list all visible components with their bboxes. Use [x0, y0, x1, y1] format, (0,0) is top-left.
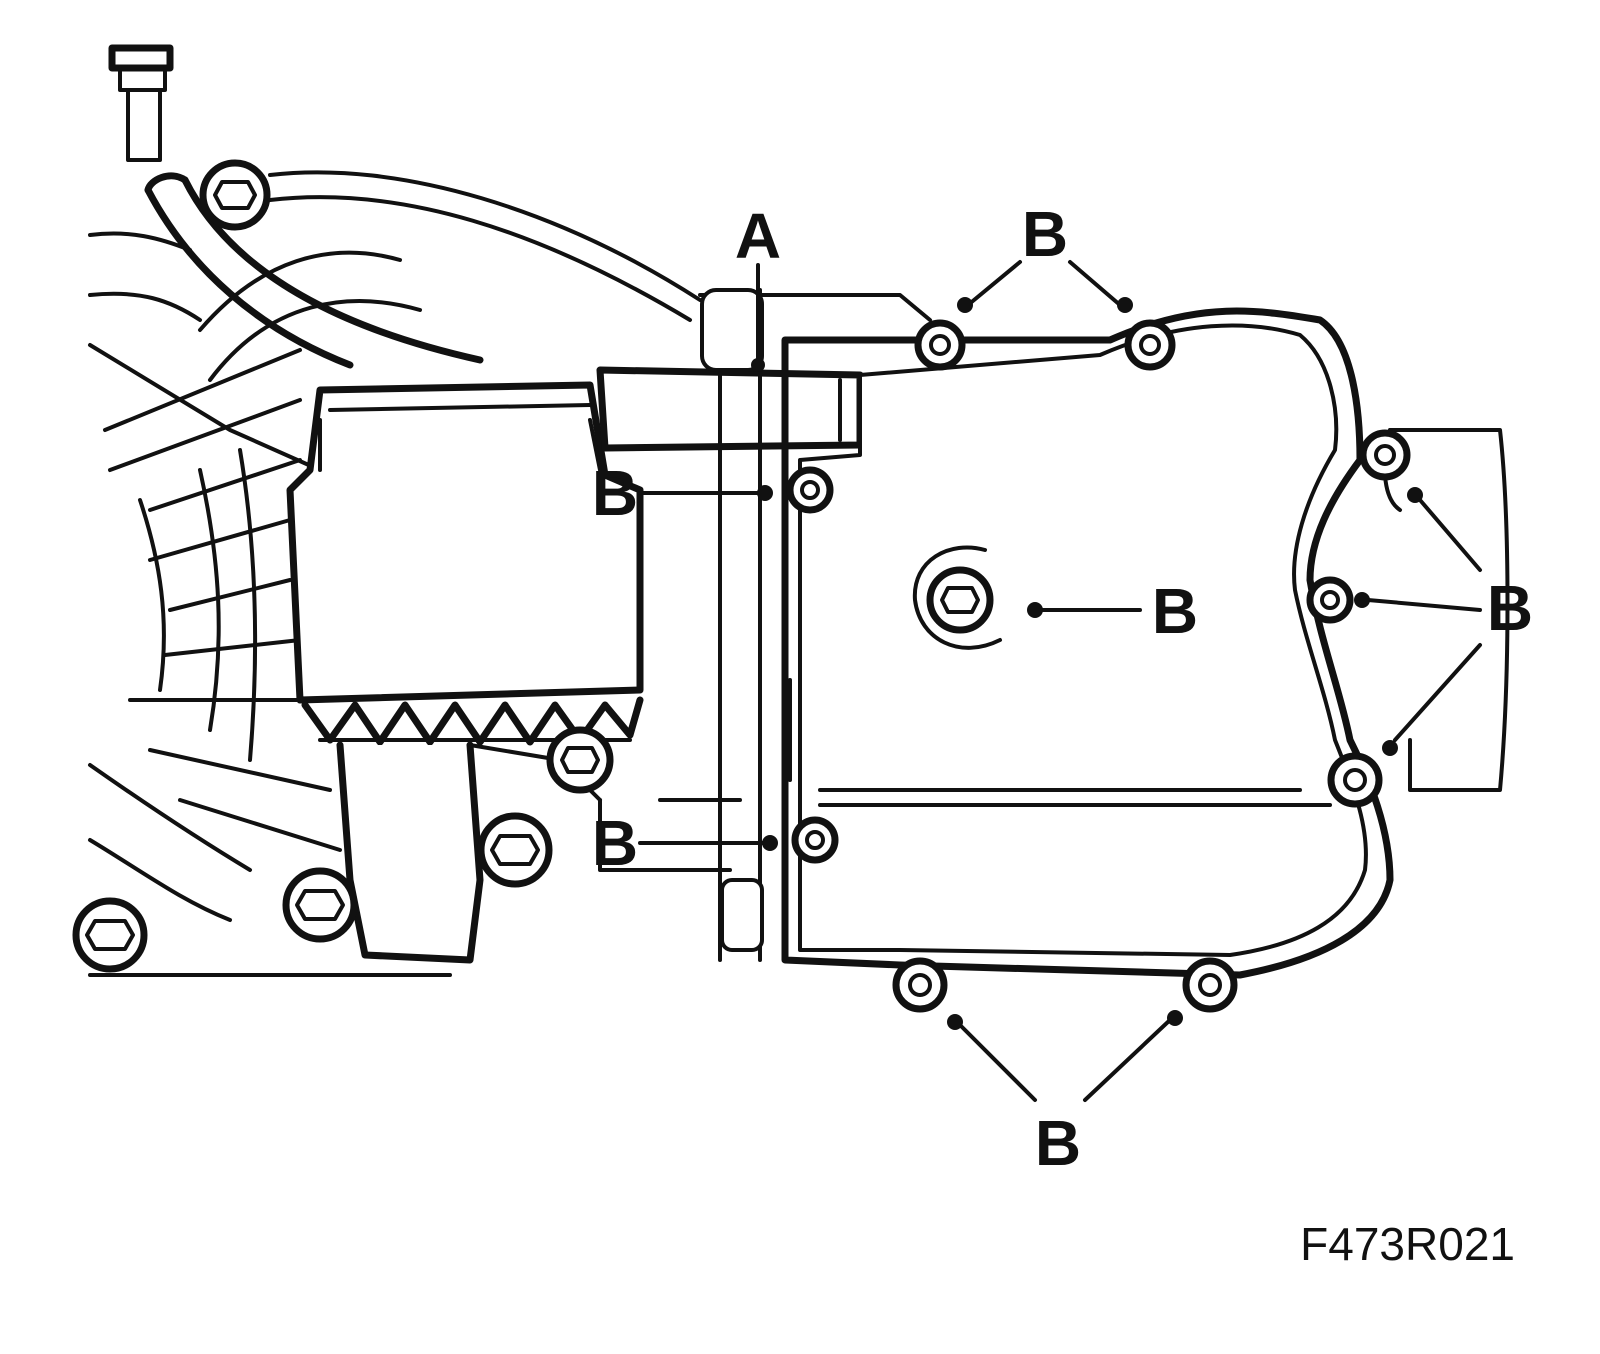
pan-bolts: [786, 319, 1411, 1013]
pan-bolt-top-1: [914, 319, 966, 371]
bolt-lower-mount-1: [546, 726, 614, 794]
bolt-lower-left: [72, 897, 148, 973]
pan-bolt-left-upper: [786, 466, 834, 514]
breather-hose: [108, 44, 702, 369]
label-b-left-upper: B: [592, 457, 638, 529]
pan-bolt-right-1: [1359, 429, 1411, 481]
bolt-lower-mount-2: [477, 812, 553, 888]
label-b-center: B: [1152, 575, 1198, 647]
label-b-right: B: [1487, 572, 1533, 644]
pan-bolt-right-2: [1306, 576, 1354, 624]
pan-bolt-left-lower: [791, 816, 839, 864]
bell-housing: [88, 231, 452, 977]
label-b-top: B: [1022, 198, 1068, 270]
pan-bolt-top-2: [1124, 319, 1176, 371]
label-b-bottom: B: [1035, 1107, 1081, 1179]
label-b-left-lower: B: [592, 807, 638, 879]
gearbox-housing: [598, 288, 932, 962]
oil-pan: [781, 307, 1394, 979]
leader-lines: [638, 260, 1482, 1102]
figure-code: F473R021: [1300, 1218, 1515, 1270]
label-a: A: [735, 200, 781, 272]
pan-bolt-right-3: [1327, 752, 1383, 808]
pan-bolt-bottom-2: [1182, 957, 1238, 1013]
bolt-upper-left: [199, 159, 271, 231]
bolts: [72, 159, 614, 973]
gearbox-mount: [286, 366, 864, 964]
callout-labels: A B B B B B B: [592, 198, 1533, 1179]
bolt-lower-mount-3: [282, 867, 358, 943]
drain-plug: [912, 545, 1002, 650]
pan-bolt-bottom-1: [892, 957, 948, 1013]
